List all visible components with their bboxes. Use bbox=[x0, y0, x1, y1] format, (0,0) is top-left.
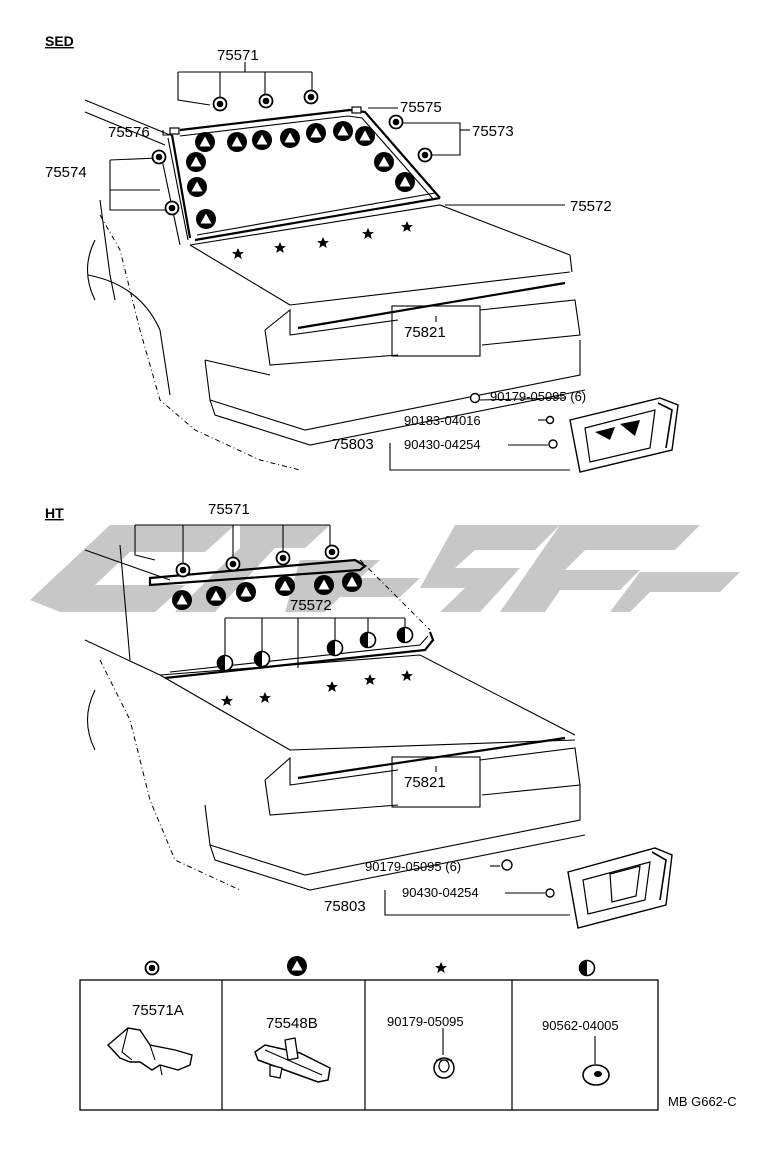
sed-label-75575: 75575 bbox=[400, 99, 442, 116]
sed-label-75576: 75576 bbox=[108, 124, 150, 141]
legend-clip-75571a-drawing bbox=[106, 1027, 193, 1076]
ht-label-75821: 75821 bbox=[404, 774, 446, 791]
sed-car-body bbox=[84, 99, 586, 471]
legend-clip-90179-drawing bbox=[433, 1028, 455, 1079]
ht-clip-symbols bbox=[172, 544, 414, 706]
sed-label-75572: 75572 bbox=[570, 198, 612, 215]
ht-label-75803: 75803 bbox=[324, 898, 366, 915]
sed-label-75803: 75803 bbox=[332, 436, 374, 453]
legend-part-90562-04005: 90562-04005 bbox=[542, 1018, 619, 1033]
ht-car-body bbox=[84, 544, 586, 891]
sed-label-75573: 75573 bbox=[472, 123, 514, 140]
sed-label-75821: 75821 bbox=[404, 324, 446, 341]
ht-label-75571: 75571 bbox=[208, 501, 250, 518]
legend-part-75548b: 75548B bbox=[266, 1015, 318, 1032]
ht-label-nut-90430: 90430-04254 bbox=[402, 885, 479, 900]
ht-leader-lines bbox=[134, 524, 570, 916]
sed-label-bolt-90179: 90179-05095 (6) bbox=[490, 389, 586, 404]
sed-label-75574: 75574 bbox=[45, 164, 87, 181]
legend-clip-90562-drawing bbox=[582, 1036, 610, 1086]
ht-back-window-moulding bbox=[148, 558, 435, 680]
legend bbox=[79, 956, 659, 1111]
diagram-code: MB G662-C bbox=[668, 1094, 737, 1109]
ht-label-75572: 75572 bbox=[290, 597, 332, 614]
sed-label-nut-90430: 90430-04254 bbox=[404, 437, 481, 452]
sed-label-75571: 75571 bbox=[217, 47, 259, 64]
section-label-ht: HT bbox=[45, 505, 64, 521]
section-label-sed: SED bbox=[45, 33, 74, 49]
sed-label-bolt-90183: 90183-04016 bbox=[404, 413, 481, 428]
legend-part-75571a: 75571A bbox=[132, 1002, 184, 1019]
ht-label-bolt-90179: 90179-05095 (6) bbox=[365, 859, 461, 874]
legend-clip-75548b-drawing bbox=[254, 1037, 331, 1083]
ht-license-lamp bbox=[490, 847, 673, 929]
sed-leader-lines bbox=[109, 62, 570, 471]
legend-part-90179-05095: 90179-05095 bbox=[387, 1014, 464, 1029]
sed-back-window-moulding bbox=[169, 106, 441, 242]
sed-license-lamp bbox=[469, 392, 679, 473]
